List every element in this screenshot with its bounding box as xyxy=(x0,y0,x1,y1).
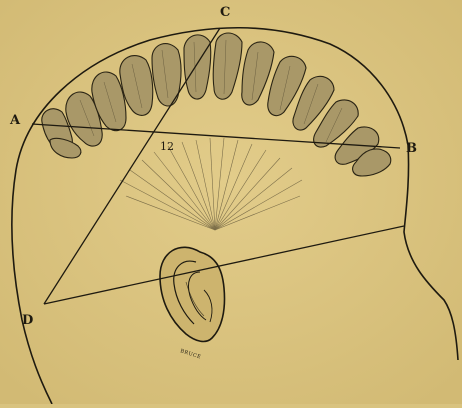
angle-marker: 12 xyxy=(160,140,174,153)
label-point-a: A xyxy=(9,113,21,128)
label-point-b: B xyxy=(406,141,417,156)
label-point-c: C xyxy=(220,5,230,20)
label-point-d: D xyxy=(22,313,33,328)
